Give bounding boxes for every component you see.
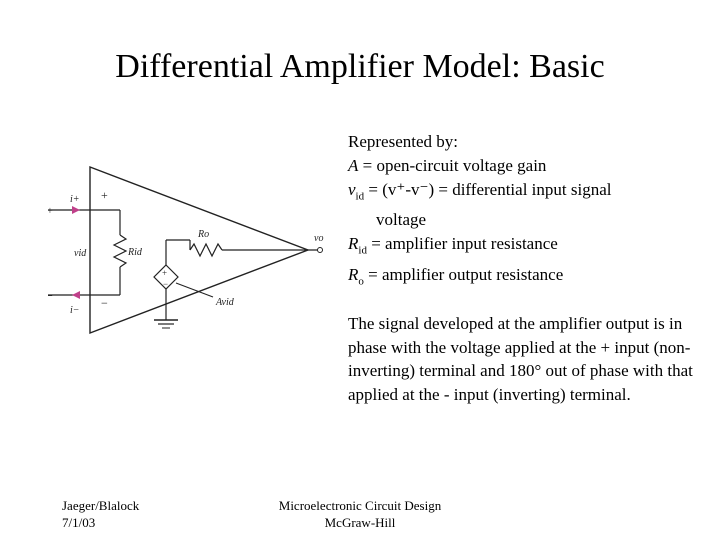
footer-left: Jaeger/Blalock 7/1/03 — [62, 497, 139, 531]
label-i-minus: i− — [70, 305, 80, 316]
footer-center: Microelectronic Circuit Design McGraw-Hi… — [262, 497, 458, 531]
label-plus: + — [101, 188, 108, 202]
def-line-vid: vid = (v⁺-v⁻) = differential input signa… — [348, 180, 612, 203]
footer-publisher: McGraw-Hill — [324, 515, 396, 530]
label-i-plus: i+ — [70, 194, 80, 205]
differential-amplifier-diagram: v+ v− i+ i− + vid − Rid Ro vo + − Avid — [48, 165, 323, 335]
label-src-minus: − — [163, 279, 168, 289]
label-avid: Avid — [215, 297, 235, 308]
label-ro: Ro — [197, 229, 209, 240]
def-line-voltage: voltage — [376, 210, 427, 230]
v-out-terminal — [317, 247, 323, 253]
footer-book: Microelectronic Circuit Design — [278, 498, 442, 513]
label-v-plus: v+ — [48, 206, 53, 217]
def-line-gain: A = open-circuit voltage gain — [348, 156, 547, 175]
footer-date: 7/1/03 — [62, 515, 96, 530]
i-plus-arrow — [72, 206, 80, 214]
rid-resistor — [112, 234, 128, 268]
label-rid: Rid — [127, 247, 143, 258]
definitions-heading: Represented by: — [348, 132, 458, 151]
definitions: Represented by: A = open-circuit voltage… — [348, 130, 698, 293]
label-minus: − — [101, 296, 108, 310]
label-src-plus: + — [162, 268, 167, 278]
footer-author: Jaeger/Blalock — [62, 498, 140, 513]
i-minus-arrow — [72, 291, 80, 299]
label-vo: vo — [314, 233, 323, 244]
slide-title: Differential Amplifier Model: Basic — [115, 48, 605, 85]
ro-resistor — [189, 242, 223, 258]
def-line-rid: Rid = amplifier input resistance — [348, 234, 558, 257]
label-v-minus: v− — [48, 291, 53, 302]
phase-paragraph: The signal developed at the amplifier ou… — [348, 314, 693, 404]
def-line-ro: Ro = amplifier output resistance — [348, 264, 564, 288]
label-vid: vid — [74, 248, 87, 259]
